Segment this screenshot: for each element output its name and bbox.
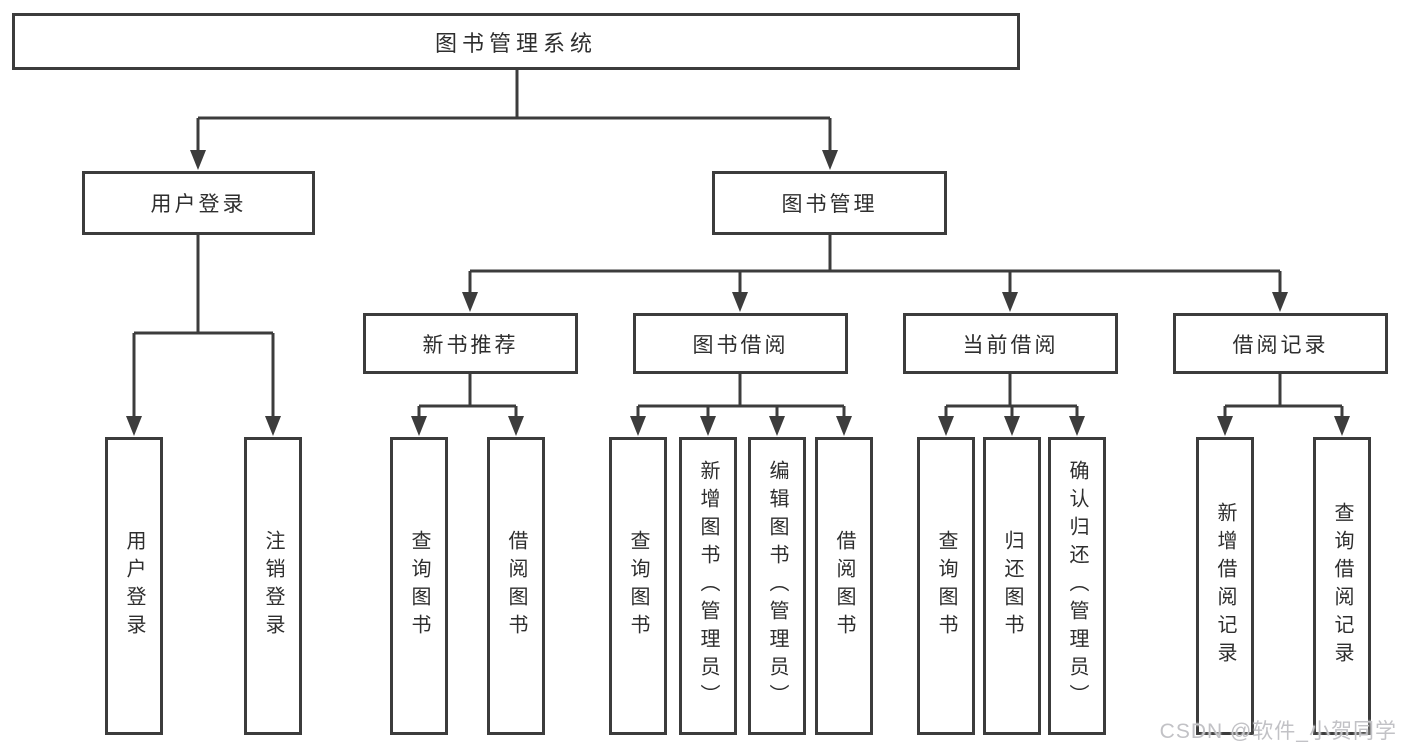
arrow-down-icon	[938, 416, 954, 436]
leaf-borrow-book: 借阅图书	[815, 437, 873, 735]
connector-borrow-records	[1223, 374, 1344, 420]
arrow-down-icon	[411, 416, 427, 436]
arrow-down-icon	[462, 292, 478, 312]
arrow-down-icon	[1217, 416, 1233, 436]
connector-user-login	[132, 235, 275, 418]
node-book-management: 图书管理	[712, 171, 947, 235]
arrow-down-icon	[1272, 292, 1288, 312]
leaf-query-borrow-record: 查询借阅记录	[1313, 437, 1371, 735]
leaf-add-book-admin: 新增图书（管理员）	[679, 437, 737, 735]
connector-book-borrow	[636, 374, 846, 420]
arrow-down-icon	[1004, 416, 1020, 436]
leaf-edit-book-admin: 编辑图书（管理员）	[748, 437, 806, 735]
leaf-recommend-borrow-book: 借阅图书	[487, 437, 545, 735]
arrow-down-icon	[126, 416, 142, 436]
leaf-confirm-return-admin: 确认归还（管理员）	[1048, 437, 1106, 735]
connector-lines	[132, 70, 1344, 420]
node-current-borrow: 当前借阅	[903, 313, 1118, 374]
arrow-down-icon	[265, 416, 281, 436]
leaf-return-book: 归还图书	[983, 437, 1041, 735]
node-user-login: 用户登录	[82, 171, 315, 235]
node-book-borrow: 图书借阅	[633, 313, 848, 374]
node-borrow-records: 借阅记录	[1173, 313, 1388, 374]
leaf-add-borrow-record: 新增借阅记录	[1196, 437, 1254, 735]
arrow-down-icon	[1002, 292, 1018, 312]
connector-current-borrow	[944, 374, 1079, 420]
arrow-down-icon	[508, 416, 524, 436]
node-system-root: 图书管理系统	[12, 13, 1020, 70]
arrowheads	[126, 150, 1350, 436]
leaf-current-query-book: 查询图书	[917, 437, 975, 735]
arrow-down-icon	[190, 150, 206, 170]
arrow-down-icon	[1069, 416, 1085, 436]
arrow-down-icon	[732, 292, 748, 312]
arrow-down-icon	[630, 416, 646, 436]
arrow-down-icon	[836, 416, 852, 436]
leaf-logout: 注销登录	[244, 437, 302, 735]
connector-root	[196, 70, 832, 152]
leaf-recommend-query-book: 查询图书	[390, 437, 448, 735]
arrow-down-icon	[822, 150, 838, 170]
arrow-down-icon	[700, 416, 716, 436]
connector-new-book	[417, 374, 518, 420]
leaf-user-login: 用户登录	[105, 437, 163, 735]
node-new-book-recommend: 新书推荐	[363, 313, 578, 374]
arrow-down-icon	[1334, 416, 1350, 436]
arrow-down-icon	[769, 416, 785, 436]
connector-book-mgmt	[468, 235, 1282, 294]
leaf-borrow-query-book: 查询图书	[609, 437, 667, 735]
